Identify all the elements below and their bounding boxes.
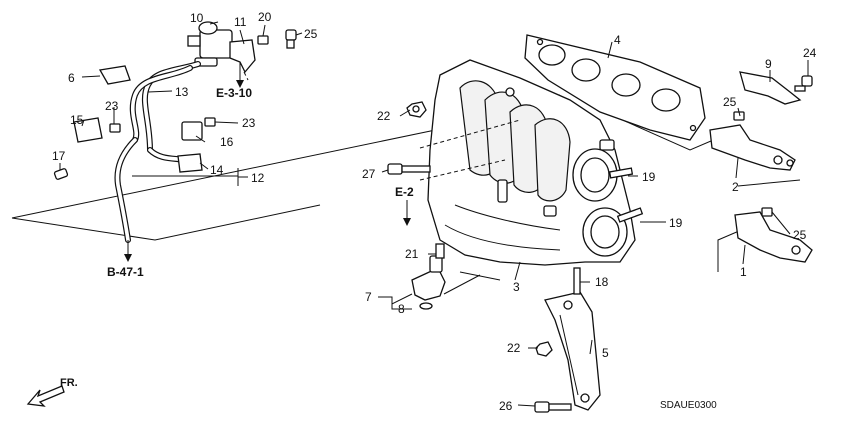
callout-25-top: 25	[304, 27, 318, 41]
callout-12: 12	[251, 171, 265, 185]
manifold-stay	[544, 291, 601, 411]
callout-17: 17	[52, 149, 66, 163]
callout-24: 24	[803, 46, 817, 60]
callout-19-upper: 19	[642, 170, 656, 184]
manifold-gasket	[524, 34, 706, 141]
callout-23-left: 23	[105, 99, 119, 113]
bolt-and-nut-lower	[534, 341, 572, 413]
callout-14: 14	[210, 163, 224, 177]
callout-2: 2	[732, 180, 739, 194]
callout-10: 10	[190, 11, 204, 25]
diagram-code: SDAUE0300	[660, 400, 717, 411]
front-label: FR.	[60, 377, 78, 389]
bolt-and-nut-upper	[387, 101, 431, 175]
callout-7: 7	[365, 290, 372, 304]
stud-bolts	[573, 167, 644, 295]
callout-16: 16	[220, 135, 234, 149]
callout-19-lower: 19	[669, 216, 683, 230]
callout-25-lower: 25	[793, 228, 807, 242]
reference-arrows	[124, 62, 411, 262]
intake-manifold	[427, 59, 636, 266]
brackets-right	[709, 71, 813, 263]
leader-lines	[59, 21, 809, 407]
callout-5: 5	[602, 346, 609, 360]
solenoid-valve-assembly	[187, 21, 297, 81]
callout-22-lower: 22	[507, 341, 521, 355]
vacuum-hoses	[114, 61, 201, 243]
callout-23-right: 23	[242, 116, 256, 130]
front-direction-arrow: FR.	[26, 377, 78, 407]
callout-3: 3	[513, 280, 520, 294]
section-references: E-3-10 E-2 B-47-1	[107, 86, 414, 279]
callout-8: 8	[398, 302, 405, 316]
callout-11: 11	[234, 15, 247, 29]
callout-26: 26	[499, 399, 513, 413]
callout-13: 13	[175, 85, 189, 99]
hose-clamps-and-fittings	[53, 65, 239, 186]
callout-25-upper: 25	[723, 95, 737, 109]
map-sensor	[411, 243, 481, 310]
callout-9: 9	[765, 57, 772, 71]
reference-e-3-10: E-3-10	[216, 86, 252, 100]
callout-27: 27	[362, 167, 376, 181]
callout-1: 1	[740, 265, 747, 279]
callout-6: 6	[68, 71, 75, 85]
callout-22-upper: 22	[377, 109, 391, 123]
callout-18: 18	[595, 275, 609, 289]
reference-b-47-1: B-47-1	[107, 265, 144, 279]
reference-e-2: E-2	[395, 185, 414, 199]
e2-reference-pointer	[419, 119, 521, 181]
callout-15: 15	[70, 113, 84, 127]
callout-20: 20	[258, 10, 272, 24]
callout-4: 4	[614, 33, 621, 47]
callout-21: 21	[405, 247, 419, 261]
callout-labels: 4 9 24 25 2 25 1 22 27 19 19 3 18 5 22 2…	[52, 10, 817, 413]
